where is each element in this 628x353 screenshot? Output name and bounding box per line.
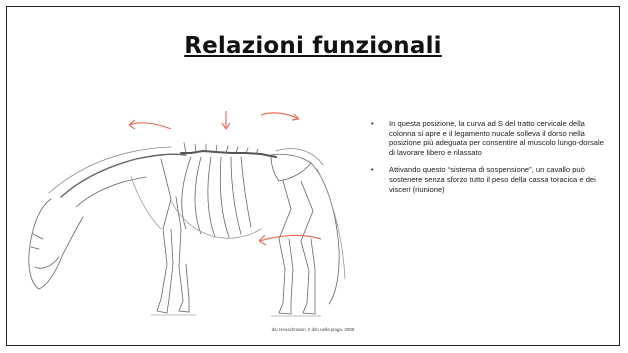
bullet-item: • In questa posizione, la curva ad S del … xyxy=(371,119,611,157)
bullet-text: In questa posizione, la curva ad S del t… xyxy=(389,119,604,157)
bullet-dot: • xyxy=(371,165,374,175)
source-caption: da: Heuschmann, Il dito nella piaga. 200… xyxy=(7,327,619,332)
slide: Relazioni funzionali xyxy=(6,6,620,346)
horse-skeleton-illustration xyxy=(21,89,351,324)
bullet-item: • Attivando questo “sistema di sospension… xyxy=(371,165,611,194)
bullet-dot: • xyxy=(371,119,374,129)
bullet-list: • In questa posizione, la curva ad S del … xyxy=(371,119,611,202)
slide-title: Relazioni funzionali xyxy=(7,33,619,59)
bullet-text: Attivando questo “sistema di sospensione… xyxy=(389,165,596,193)
